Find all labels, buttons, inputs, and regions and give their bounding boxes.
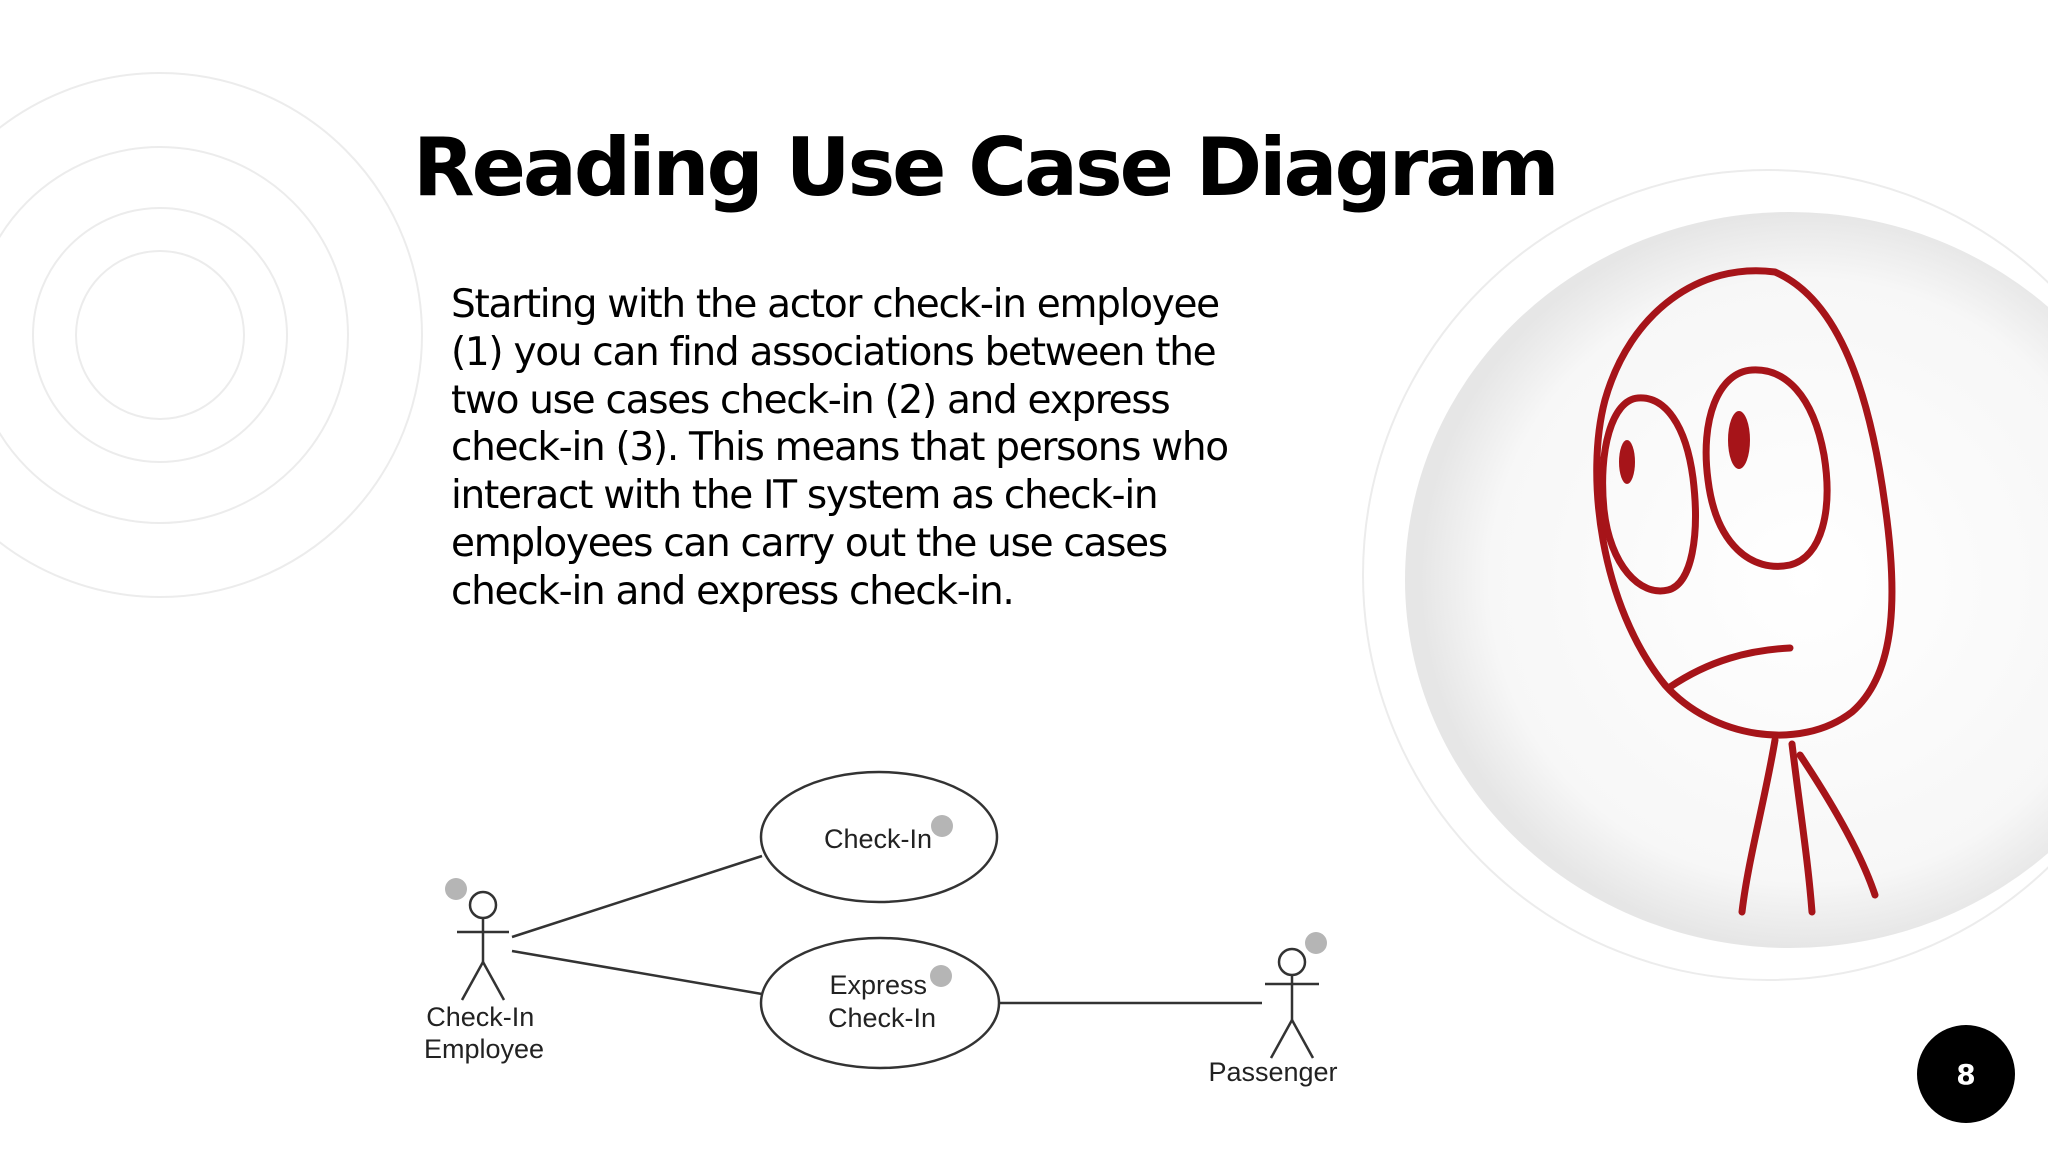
illustration-backdrop — [1405, 212, 2048, 948]
use-case-express-label: Express Check-In — [828, 970, 936, 1033]
body-line: check-in (3). This means that persons wh… — [451, 425, 1229, 471]
ring-left-inner — [75, 250, 245, 420]
marker-icon — [445, 878, 467, 900]
use-case-diagram: Check-In Express Check-In Check-In Emplo… — [424, 770, 1338, 1087]
ring-left-outer — [0, 72, 423, 598]
figure-mouth — [1666, 644, 1794, 691]
figure-neck — [1788, 740, 1816, 916]
ring-right-outer — [1362, 169, 2048, 981]
use-case-checkin-ellipse — [759, 770, 999, 904]
ring-left-3 — [32, 207, 288, 463]
marker-icon — [931, 815, 953, 837]
figure-body — [1796, 751, 1879, 899]
figure-pupil-left — [1619, 440, 1635, 484]
marker-icon — [1305, 932, 1327, 954]
figure-pupil-right — [1728, 411, 1750, 469]
slide-title: Reading Use Case Diagram — [413, 121, 1560, 214]
body-line: interact with the IT system as check-in — [451, 473, 1159, 519]
association-employee-checkin — [511, 854, 763, 939]
actor-employee-icon — [457, 890, 509, 1001]
figure-eye-left — [1599, 394, 1699, 595]
actor-passenger-icon — [1265, 947, 1319, 1059]
body-line: Starting with the actor check-in employe… — [451, 282, 1220, 327]
body-line: employees can carry out the use cases — [451, 520, 1168, 566]
association-employee-express — [511, 949, 763, 996]
figure-head — [1593, 267, 1896, 739]
body-line: (1) you can find associations between th… — [451, 329, 1217, 375]
marker-icon — [930, 965, 952, 987]
slide-body-text: Starting with the actor check-in employe… — [451, 281, 1351, 616]
figure-eye-right — [1702, 366, 1831, 570]
worried-stick-figure-icon — [1405, 212, 2048, 948]
actor-passenger-label: Passenger — [1208, 1057, 1337, 1087]
use-case-express-ellipse — [759, 936, 1001, 1070]
body-line: check-in and express check-in. — [451, 568, 1015, 614]
body-line: two use cases check-in (2) and express — [451, 377, 1171, 423]
figure-neck — [1738, 736, 1779, 916]
actor-employee-label: Check-In Employee — [424, 1002, 544, 1064]
page-number-badge: 8 — [1917, 1025, 2015, 1123]
use-case-checkin-label: Check-In — [824, 824, 932, 854]
ring-left-2 — [0, 146, 349, 524]
